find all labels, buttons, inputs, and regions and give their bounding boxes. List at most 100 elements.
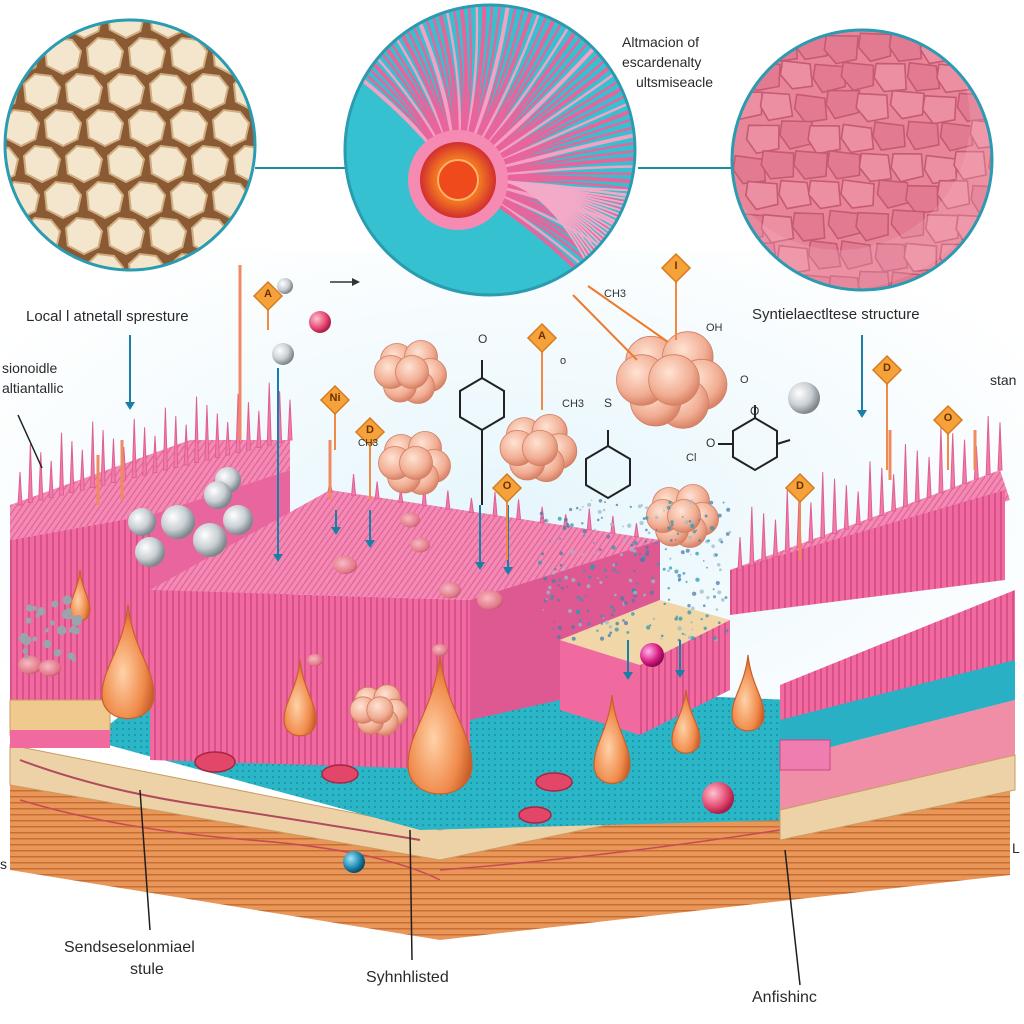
- cell: [148, 144, 188, 184]
- teardrop-cell: [283, 659, 317, 737]
- right-note: stan: [990, 372, 1017, 388]
- tag-pin: [491, 472, 523, 504]
- tag-letter: A: [264, 288, 272, 300]
- teardrop-cell: [671, 689, 701, 754]
- tag-letter: O: [502, 480, 512, 492]
- tag-pin: [319, 384, 351, 416]
- tag-pin: [526, 322, 558, 354]
- teardrop-cell: [731, 654, 765, 732]
- teardrop-cell: [101, 604, 155, 720]
- cell: [253, 180, 255, 220]
- cell: [85, 180, 125, 220]
- protein-cluster: [378, 431, 451, 495]
- cell: [64, 72, 104, 112]
- cell: [169, 36, 209, 76]
- tag-letter: Ni: [329, 392, 341, 404]
- cell: [169, 108, 209, 148]
- cell: [211, 108, 251, 148]
- bottom-left-label-line2: stule: [130, 961, 164, 978]
- pink-vesicle: [333, 556, 357, 574]
- tag-letter: D: [883, 362, 891, 374]
- right-edge-mark: L: [1012, 840, 1020, 856]
- tag-pin: [784, 472, 816, 504]
- cell: [22, 20, 62, 40]
- pink-vesicle: [18, 656, 42, 674]
- cell: [253, 108, 255, 148]
- cell: [232, 216, 255, 256]
- bottom-left-label-line1: Sendseselonmiael: [64, 939, 195, 956]
- pink-vesicle: [307, 654, 323, 666]
- cell: [5, 36, 41, 76]
- cell: [127, 36, 167, 76]
- tag-pin: [932, 404, 964, 436]
- cell: [22, 72, 62, 112]
- tag-letter: A: [538, 330, 546, 342]
- cell: [190, 144, 230, 184]
- chem-ch3-a: CH3: [604, 288, 627, 300]
- cell: [190, 72, 230, 112]
- spheres: [128, 278, 820, 873]
- tag-letter: D: [796, 480, 804, 492]
- pink-vesicle: [439, 581, 461, 599]
- cell: [64, 216, 104, 256]
- tag-letter: D: [366, 424, 374, 436]
- pink-vesicle: [410, 537, 430, 553]
- chem-rings: [459, 360, 791, 505]
- tag-pin: [660, 252, 692, 284]
- cell: [85, 108, 125, 148]
- chem-o-right: O: [740, 374, 749, 386]
- chem-o-1: O: [478, 332, 488, 346]
- cell: [85, 36, 125, 76]
- center-membrane: [150, 490, 660, 770]
- teardrop-cell: [407, 654, 473, 795]
- chem-o-2: O: [750, 404, 760, 418]
- cell: [5, 20, 20, 40]
- protein-cluster: [374, 340, 447, 404]
- pink-vesicle: [39, 659, 61, 677]
- cell: [253, 36, 255, 76]
- pink-vesicle: [477, 590, 503, 610]
- red-blood-cells: [194, 751, 573, 824]
- cell: [5, 108, 41, 148]
- protein-cluster: [616, 331, 728, 429]
- top-note-line2: escardenalty: [622, 54, 702, 70]
- cell: [127, 108, 167, 148]
- chem-ch-left: CH3: [358, 438, 379, 449]
- cell: [232, 144, 255, 184]
- pink-vesicle: [432, 644, 448, 656]
- teardrop-cell: [593, 694, 631, 784]
- protein-cluster: [349, 684, 408, 736]
- tag-pin: [354, 416, 386, 448]
- cell: [106, 216, 146, 256]
- cell: [106, 72, 146, 112]
- cell: [106, 20, 146, 40]
- top-note-line3: ultsmiseacle: [636, 74, 714, 90]
- tag-pin: [252, 280, 284, 312]
- tag-pin: [871, 354, 903, 386]
- synthetic-magnifier: [730, 28, 994, 292]
- cell: [148, 72, 188, 112]
- label-pointers: [17, 278, 801, 986]
- cell: [5, 216, 20, 256]
- cell: [64, 20, 104, 40]
- protein-cluster: [499, 413, 578, 482]
- right-membrane: [730, 470, 1016, 841]
- left-edge-mark: s: [0, 856, 7, 872]
- chem-cho: o: [560, 355, 567, 367]
- cell: [22, 144, 62, 184]
- cell: [232, 20, 255, 40]
- left-note-line1: sionoidle: [2, 360, 58, 376]
- top-note-line1: Altmacion of: [622, 34, 700, 50]
- local-structure-label: Local l atnetall spresture: [26, 308, 189, 325]
- cell: [169, 180, 209, 220]
- cell: [64, 144, 104, 184]
- chem-o-3: O: [706, 436, 716, 450]
- cell: [127, 180, 167, 220]
- cell: [106, 144, 146, 184]
- cell: [22, 216, 62, 256]
- cell: [5, 180, 41, 220]
- cell: [148, 216, 188, 256]
- left-note-line2: altiantallic: [2, 380, 64, 396]
- tag-letter: O: [943, 412, 953, 424]
